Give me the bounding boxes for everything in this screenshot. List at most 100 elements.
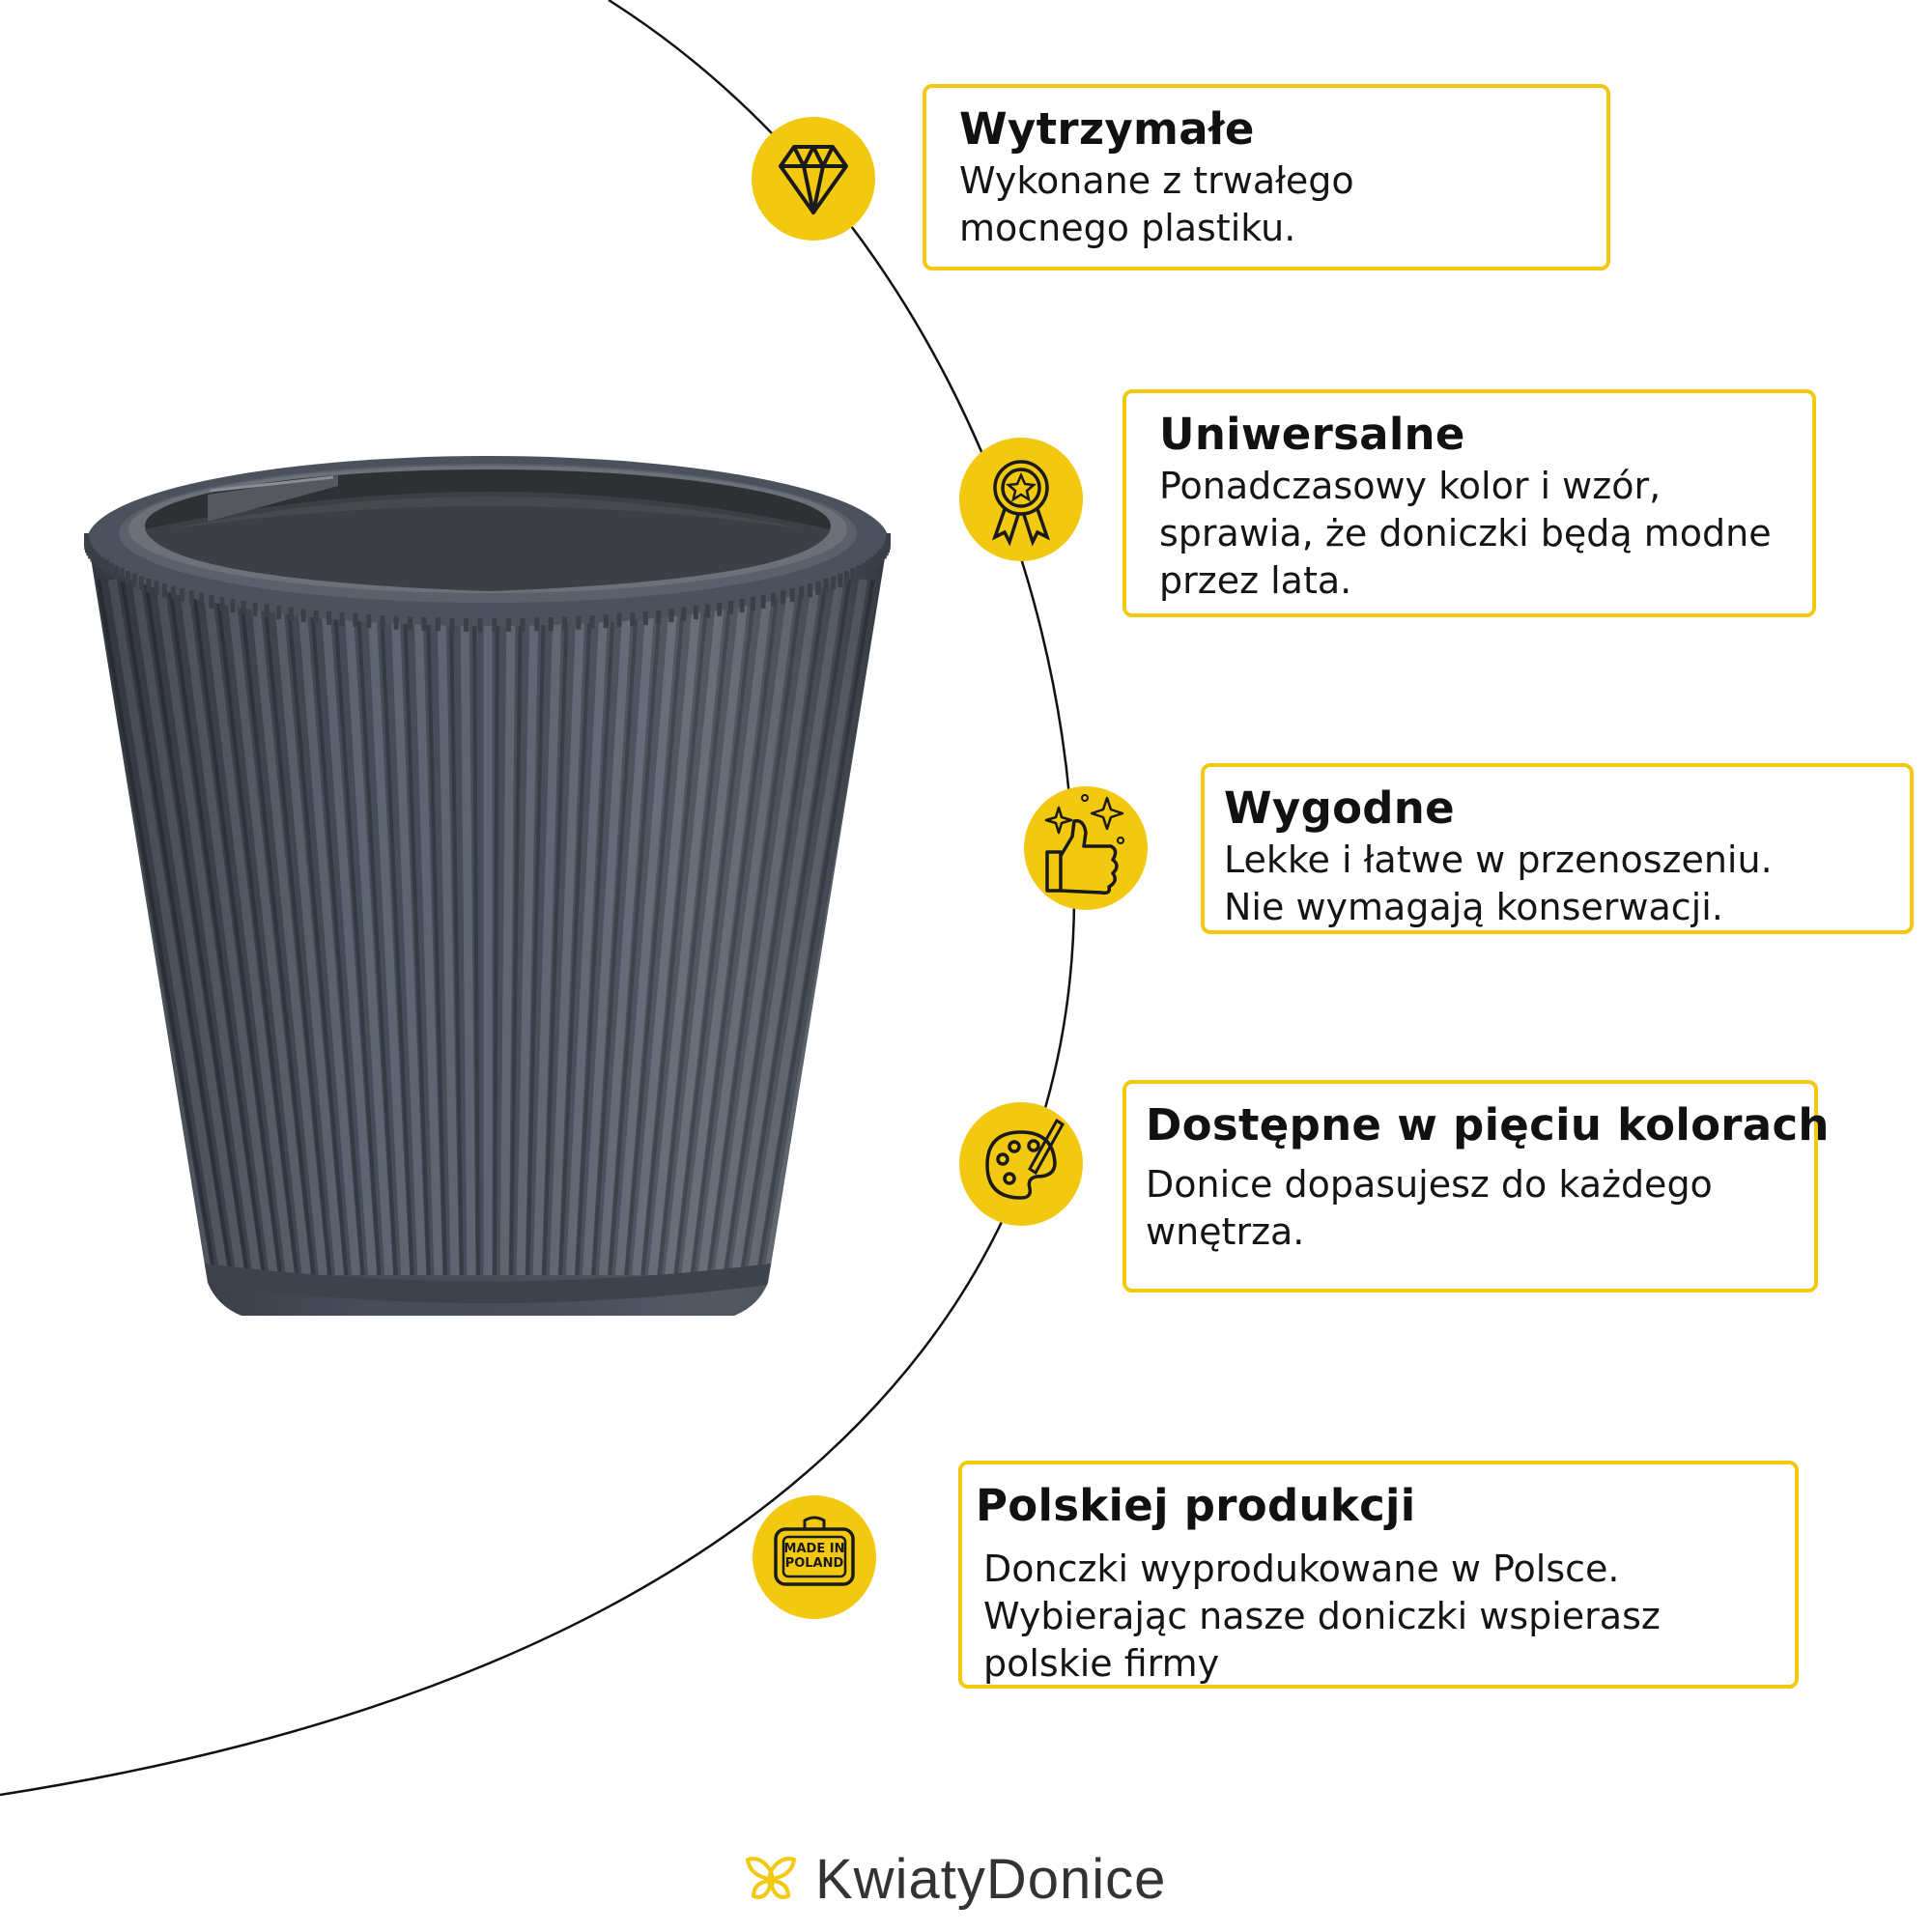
rim-notch bbox=[823, 579, 829, 593]
rim-notch bbox=[873, 554, 879, 568]
rim-notch bbox=[693, 606, 698, 620]
rim-notch bbox=[276, 606, 282, 620]
feature-card-colors: Dostępne w pięciu kolorach Donice dopasu… bbox=[1122, 1080, 1830, 1293]
rim-notch bbox=[861, 562, 867, 577]
rim-notch bbox=[850, 568, 856, 582]
rim-notch bbox=[838, 573, 843, 587]
diamond-icon bbox=[752, 117, 875, 241]
rim-notch bbox=[492, 617, 497, 632]
rim-notch bbox=[353, 613, 358, 628]
made-in-poland-icon bbox=[753, 1495, 876, 1619]
rim-notch bbox=[131, 573, 137, 587]
rim-notch bbox=[339, 612, 345, 627]
feature-card-durable: Wytrzymałe Wykonane z trwałego mocnego p… bbox=[923, 84, 1610, 270]
rim-notch bbox=[548, 616, 554, 631]
feature-title: Wygodne bbox=[1224, 782, 1455, 834]
feature-text-line: Donczki wyprodukowane w Polsce. bbox=[983, 1548, 1620, 1590]
rim-notch bbox=[90, 548, 96, 562]
rim-notch bbox=[856, 565, 862, 580]
rim-notch bbox=[113, 565, 119, 580]
rim-notch bbox=[750, 596, 755, 611]
badge-line-2: POLAND bbox=[784, 1556, 844, 1571]
rim-notch bbox=[435, 617, 440, 632]
rim-notch bbox=[869, 556, 875, 571]
rim-notch bbox=[170, 585, 176, 600]
rim-notch bbox=[760, 594, 766, 609]
feature-text-line: przez lata. bbox=[1159, 559, 1352, 602]
rim-notch bbox=[781, 590, 786, 605]
feature-text-line: mocnego plastiku. bbox=[959, 207, 1296, 249]
rim-notch bbox=[815, 581, 821, 595]
feature-text-line: Ponadczasowy kolor i wzór, bbox=[1159, 465, 1662, 507]
brand-name: KwiatyDonice bbox=[815, 1847, 1167, 1911]
rim-notch bbox=[146, 579, 152, 593]
rim-notch bbox=[138, 576, 144, 590]
rim-notch bbox=[589, 614, 595, 629]
guide-arc bbox=[0, 0, 1076, 1797]
rim-notch bbox=[407, 616, 412, 631]
feature-text-line: Wybierając nasze doniczki wspierasz bbox=[983, 1595, 1661, 1637]
feature-text-line: Lekke i łatwe w przenoszeniu. bbox=[1224, 838, 1773, 881]
feature-title: Wytrzymałe bbox=[959, 103, 1255, 155]
feature-text-line: Wykonane z trwałego bbox=[959, 159, 1354, 202]
rim-notch bbox=[108, 562, 114, 577]
rim-notch bbox=[449, 617, 455, 632]
rim-notch bbox=[96, 554, 101, 568]
rim-notch bbox=[603, 614, 609, 629]
rim-notch bbox=[681, 607, 687, 621]
rim-notch bbox=[393, 615, 399, 630]
rim-notch bbox=[119, 568, 125, 582]
rim-notch bbox=[327, 611, 332, 625]
rim-notch bbox=[477, 617, 483, 632]
feature-card-polish-made: Polskiej produkcji Donczki wyprodukowane… bbox=[958, 1461, 1799, 1689]
rim-notch bbox=[534, 617, 540, 632]
rim-notch bbox=[380, 614, 385, 629]
feature-title: Polskiej produkcji bbox=[976, 1480, 1416, 1531]
rim-notch bbox=[252, 602, 258, 616]
rim-notch bbox=[209, 594, 214, 609]
feature-title: Uniwersalne bbox=[1159, 409, 1465, 460]
brand-logo: KwiatyDonice bbox=[744, 1840, 1166, 1918]
rim-notch bbox=[576, 615, 582, 630]
rim-notch bbox=[739, 598, 745, 612]
rim-notch bbox=[241, 600, 246, 614]
rim-notch bbox=[421, 616, 427, 631]
rim-notch bbox=[642, 611, 648, 625]
award-medal-icon bbox=[959, 438, 1083, 561]
rim-notch bbox=[866, 559, 871, 574]
rim-notch bbox=[161, 583, 167, 598]
rim-notch bbox=[99, 556, 105, 571]
rim-notch bbox=[808, 583, 813, 598]
thumbs-up-sparkle-icon bbox=[1024, 786, 1148, 910]
rim-notch bbox=[219, 596, 225, 611]
rim-notch bbox=[464, 617, 469, 632]
flowerpot-image bbox=[84, 456, 891, 1316]
rim-notch bbox=[520, 617, 526, 632]
feature-text-line: polskie firmy bbox=[983, 1642, 1220, 1685]
rim-notch bbox=[616, 613, 622, 628]
rim-notch bbox=[300, 609, 306, 623]
rim-notch bbox=[505, 617, 511, 632]
feature-text-line: sprawia, że doniczki będą modne bbox=[1159, 512, 1772, 554]
badge-line-1: MADE IN bbox=[783, 1542, 845, 1556]
rim-notch bbox=[668, 609, 674, 623]
rim-notch bbox=[844, 570, 850, 584]
rim-notch bbox=[728, 600, 734, 614]
rim-notch bbox=[288, 607, 294, 621]
rim-notch bbox=[831, 576, 837, 590]
rim-notch bbox=[230, 598, 236, 612]
rim-notch bbox=[630, 612, 636, 627]
rim-notch bbox=[154, 581, 159, 595]
rim-notch bbox=[656, 610, 662, 624]
rim-notch bbox=[313, 610, 319, 624]
feature-text-line: Nie wymagają konserwacji. bbox=[1224, 886, 1723, 928]
feature-text-line: wnętrza. bbox=[1146, 1210, 1305, 1253]
feature-title: Dostępne w pięciu kolorach bbox=[1146, 1099, 1830, 1151]
feature-card-universal: Uniwersalne Ponadczasowy kolor i wzór, s… bbox=[1122, 389, 1816, 617]
rim-notch bbox=[705, 604, 711, 618]
rim-notch bbox=[125, 570, 130, 584]
rim-notch bbox=[366, 614, 372, 629]
rim-notch bbox=[799, 585, 805, 600]
